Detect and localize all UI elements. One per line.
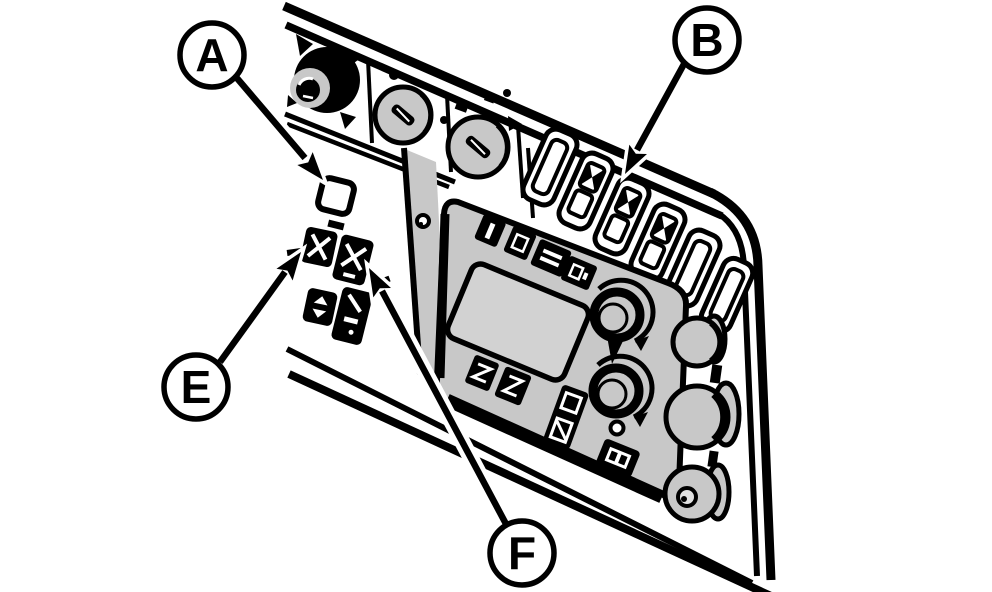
console-top-edge-inner [284, 21, 724, 220]
callout-a-circle [177, 20, 247, 90]
callout-e-circle [161, 352, 231, 422]
pod-rotary-selector-lower [588, 353, 655, 437]
panel-screw-3 [503, 89, 511, 97]
pod-stacked-buttons [543, 385, 589, 449]
ignition-tab-s [340, 112, 356, 129]
callout-e: E [161, 252, 301, 422]
callout-f-arrowhead [369, 268, 391, 298]
panel-screw [415, 213, 431, 229]
callout-a-arrowhead [297, 152, 323, 180]
side-knob-middle [663, 380, 742, 451]
ignition-tab-w [287, 95, 297, 107]
rotary-knob-small [372, 84, 434, 146]
pod-lower-button-2 [494, 366, 532, 406]
cross-toggle-button-right [332, 234, 374, 286]
strip-divider-1 [366, 59, 374, 144]
rocker-switch-cross-icon [628, 201, 688, 283]
callout-b-circle [672, 5, 742, 75]
pod-button-1 [474, 214, 506, 247]
ignition-keyhole [296, 78, 320, 102]
ignition-switch [287, 34, 360, 129]
cross-toggle-button-left [300, 226, 338, 268]
left-button-cluster [286, 175, 391, 345]
selector-index-dot [608, 419, 626, 437]
rocker-switch-cross-icon [556, 150, 616, 232]
square-indicator [315, 175, 357, 217]
callout-e-leader [217, 270, 288, 364]
pod-lower-button-1 [465, 355, 499, 391]
callout-f-circle [487, 518, 557, 588]
console-right-edge-outer [707, 187, 776, 581]
slash-toggle-button [331, 287, 373, 345]
callout-f-leader [379, 289, 509, 526]
mount-dot [389, 70, 399, 80]
callout-b-leader [634, 62, 687, 152]
arrow-toggle-button [302, 288, 338, 326]
pod-button-2 [503, 226, 537, 260]
pod-shadow-bottom [444, 394, 665, 503]
callout-b-label: B [690, 14, 723, 66]
rocker-switch-icon [520, 126, 580, 208]
console-bottom-edge-inner [285, 346, 754, 586]
pod-display-screen [444, 261, 592, 383]
panel-screw-2 [440, 116, 448, 124]
console-bottom-edge-outer [287, 370, 772, 592]
rocker-switch-cross-icon [592, 175, 652, 257]
indicator-dash [327, 219, 345, 231]
side-knobs [662, 313, 742, 524]
pod-button-4 [561, 256, 597, 290]
knob-mount-tab-1 [709, 364, 723, 384]
callout-e-arrowhead [276, 252, 301, 281]
rotary-knob-large [445, 93, 522, 180]
control-pod [433, 198, 690, 503]
side-knob-bottom [662, 462, 732, 524]
pod-menu-buttons [474, 214, 597, 290]
callout-a: A [177, 20, 323, 180]
ignition-tab-nw [296, 34, 313, 56]
callout-f-label: F [508, 527, 536, 579]
callout-b-arrowhead [625, 144, 647, 174]
pod-rotary-selector-upper [589, 277, 656, 364]
callout-a-leader [233, 74, 308, 161]
callout-f: F [369, 268, 557, 588]
callout-e-label: E [181, 361, 212, 413]
pod-shadow-left [435, 213, 450, 379]
callout-a-label: A [195, 29, 228, 81]
side-knob-top [670, 313, 728, 369]
panel-divider-vertical [401, 147, 423, 375]
pod-button-3 [530, 239, 572, 277]
callout-b: B [625, 5, 742, 174]
pod-wide-button [596, 439, 640, 477]
